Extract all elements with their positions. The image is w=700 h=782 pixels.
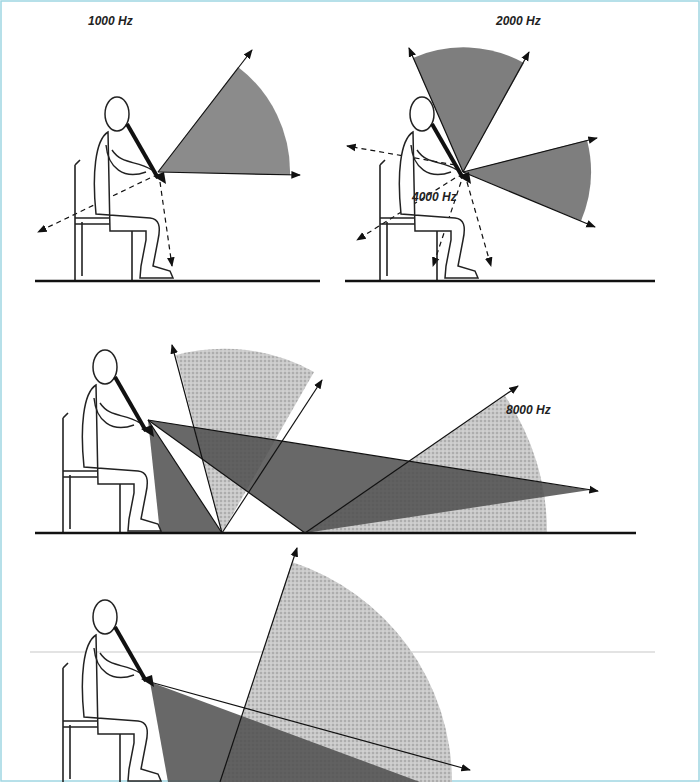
clarinet-player (63, 350, 161, 533)
clarinet-player (63, 600, 161, 782)
frequency-label: 8000 Hz (506, 403, 551, 417)
frequency-label: 4000 Hz (412, 190, 457, 204)
panel-8000 (30, 548, 655, 782)
frequency-label: 1000 Hz (88, 14, 133, 28)
clarinet-player (75, 97, 173, 280)
panel-1000 (35, 50, 320, 281)
frequency-label: 2000 Hz (496, 14, 541, 28)
panel-2000 (345, 47, 655, 281)
clarinet-player (380, 97, 478, 280)
panel-4000 (35, 345, 636, 533)
